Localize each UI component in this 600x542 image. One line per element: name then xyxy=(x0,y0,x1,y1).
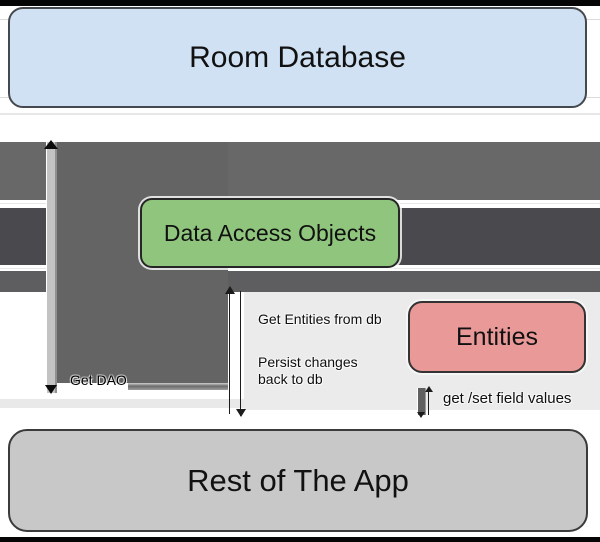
arrow-down-icon xyxy=(45,385,57,394)
entities-node: Entities xyxy=(408,301,586,373)
entities-app-arrow-bar xyxy=(417,388,426,415)
dao-entities-arrow-up-line xyxy=(229,288,230,414)
persist-changes-label: Persist changes back to db xyxy=(258,354,358,387)
decorative-line xyxy=(0,113,600,115)
rest-of-the-app-node: Rest of The App xyxy=(8,429,588,532)
get-dao-line xyxy=(128,383,228,390)
get-set-field-values-label: get /set field values xyxy=(443,390,572,407)
bottom-border-bar xyxy=(0,537,600,542)
data-access-objects-node: Data Access Objects xyxy=(140,198,400,268)
arrow-up-icon xyxy=(44,140,58,149)
get-dao-label: Get DAO xyxy=(70,372,127,388)
decorative-line xyxy=(0,268,600,269)
dao-entities-arrow-down-line xyxy=(240,291,241,416)
arrow-up-icon xyxy=(425,386,433,392)
top-border-bar xyxy=(0,0,600,6)
room-database-label: Room Database xyxy=(189,40,406,74)
get-dao-arrow xyxy=(46,142,57,393)
get-entities-label: Get Entities from db xyxy=(258,311,382,327)
entities-label: Entities xyxy=(456,322,538,351)
data-access-objects-label: Data Access Objects xyxy=(163,219,377,246)
arrow-up-icon xyxy=(225,286,235,294)
arrow-down-icon xyxy=(236,409,246,417)
room-database-node: Room Database xyxy=(8,7,587,108)
rest-of-the-app-label: Rest of The App xyxy=(187,462,409,498)
entities-app-arrow-line xyxy=(428,388,429,415)
arrow-down-icon xyxy=(417,412,425,418)
